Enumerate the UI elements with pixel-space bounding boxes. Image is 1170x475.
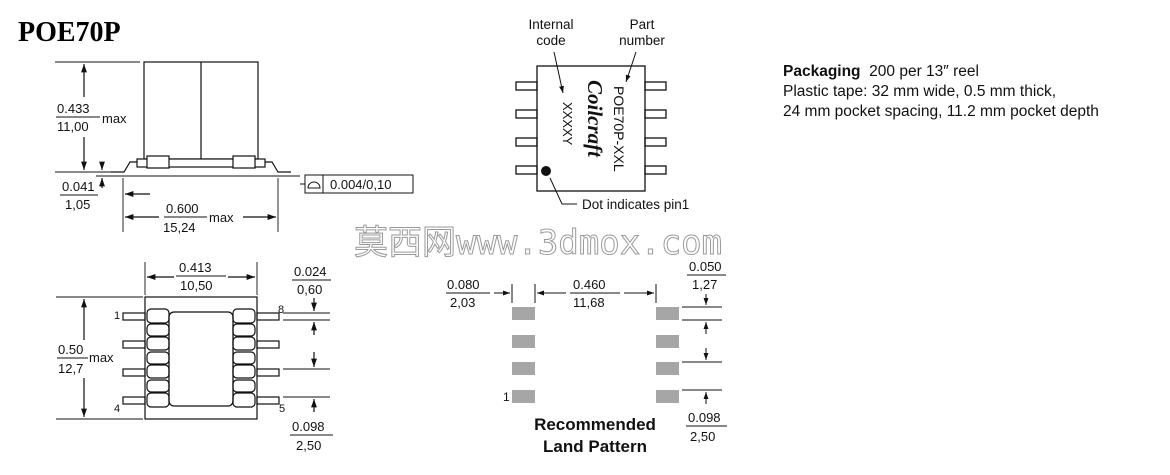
land-spacing-in: 0.460 (573, 277, 606, 292)
left-terminal-4 (146, 392, 170, 408)
land-pad-l3 (512, 362, 535, 375)
left-foot (146, 155, 170, 169)
land-pad-width-in: 0.050 (689, 259, 722, 274)
body-height-suffix: max (89, 350, 114, 365)
lead-width-in: 0.024 (294, 264, 327, 279)
land-pin-1-label: 1 (503, 390, 510, 404)
watermark: 莫西网www.3dmox.com (354, 223, 722, 263)
mark-lead-l2 (515, 109, 538, 119)
land-pad-r3 (656, 362, 679, 375)
side-view (55, 61, 414, 232)
right-terminal-5 (232, 392, 256, 408)
land-caption-2: Land Pattern (543, 437, 647, 456)
body-height-in: 0.50 (58, 342, 83, 357)
mark-lead-r4 (644, 165, 667, 175)
land-pad-length-mm: 2,03 (450, 295, 475, 310)
right-lead (265, 161, 291, 173)
code-marking: XXXXY (560, 102, 575, 146)
mark-lead-r2 (644, 109, 667, 119)
packaging-line-3: 24 mm pocket spacing, 11.2 mm pocket dep… (783, 103, 1099, 120)
bottom-lead-8 (256, 312, 280, 321)
right-foot (232, 155, 256, 169)
packaging-info: Packaging 200 per 13″ reel Plastic tape:… (783, 62, 1099, 122)
part-number-label-1: Part (630, 17, 655, 32)
bottom-pitch-in: 0.098 (292, 419, 325, 434)
base-plate (136, 158, 266, 168)
pin-4-label: 4 (114, 403, 120, 415)
bottom-lead-1 (122, 312, 146, 321)
dot-label: Dot indicates pin1 (582, 197, 689, 212)
coplanarity-value: 0.004/0,10 (330, 177, 391, 192)
land-pad-l4 (512, 390, 535, 403)
mark-lead-l3 (515, 137, 538, 147)
land-pad-width-mm: 1,27 (692, 277, 717, 292)
pin-5-label: 5 (279, 403, 285, 415)
standoff-mm: 1,05 (65, 197, 90, 212)
land-pad-length-in: 0.080 (447, 277, 480, 292)
packaging-line-1: Packaging 200 per 13″ reel (783, 62, 1099, 82)
bottom-lead-4 (122, 396, 146, 405)
marking-body (536, 65, 646, 192)
land-pitch-mm: 2,50 (690, 429, 715, 444)
mark-lead-r3 (644, 137, 667, 147)
land-pad-l1 (512, 307, 535, 320)
coplanarity-icon (307, 181, 321, 189)
top-marking-view (515, 51, 667, 205)
standoff-in: 0.041 (62, 179, 95, 194)
center-window (168, 311, 234, 407)
land-pad-l2 (512, 335, 535, 348)
land-pad-r4 (656, 390, 679, 403)
bottom-pitch-mm: 2,50 (296, 438, 321, 453)
packaging-label: Packaging (783, 63, 861, 80)
right-terminal-8 (232, 308, 256, 324)
dot-leader (549, 177, 577, 205)
right-terminal-6 (232, 364, 256, 379)
mark-lead-l4 (515, 165, 538, 175)
bottom-lead-5 (256, 396, 280, 405)
packaging-reel: 200 per 13″ reel (869, 63, 979, 80)
page-title: POE70P (18, 17, 121, 48)
internal-code-leader (553, 51, 564, 94)
packaging-line-2: Plastic tape: 32 mm wide, 0.5 mm thick, (783, 83, 1057, 100)
land-pitch-in: 0.098 (688, 410, 721, 425)
height-suffix: max (102, 111, 127, 126)
length-suffix: max (209, 210, 234, 225)
mark-lead-r1 (644, 81, 667, 91)
lead-width-mm: 0,60 (297, 282, 322, 297)
mark-lead-l1 (515, 81, 538, 91)
bottom-view (56, 262, 330, 420)
height-mm: 11,00 (57, 119, 89, 134)
left-lead (111, 161, 137, 173)
part-number-leader (625, 51, 637, 83)
pin1-dot (541, 166, 551, 176)
height-in: 0.433 (57, 101, 90, 116)
pin-8-label: 8 (278, 304, 284, 316)
body-width-in: 0.413 (179, 260, 212, 275)
right-terminal-7 (232, 336, 256, 351)
part-number-label-2: number (619, 33, 665, 48)
land-pattern (494, 284, 722, 404)
left-terminal-1 (146, 308, 170, 324)
land-spacing-mm: 11,68 (573, 295, 605, 310)
body-height-mm: 12,7 (58, 361, 83, 376)
part-number-marking: POE70P-XXL (611, 86, 627, 172)
land-pad-r2 (656, 335, 679, 348)
pin-1-label: 1 (114, 310, 120, 322)
land-pad-r1 (656, 307, 679, 320)
left-terminal-3 (146, 364, 170, 379)
body-width-mm: 10,50 (180, 278, 213, 293)
left-terminal-2 (146, 336, 170, 351)
land-caption-1: Recommended (534, 415, 656, 434)
length-in: 0.600 (166, 201, 199, 216)
internal-code-label-1: Internal (528, 17, 573, 32)
length-mm: 15,24 (163, 220, 196, 235)
internal-code-label-2: code (536, 33, 565, 48)
brand-marking: Coilcraft (583, 80, 607, 158)
